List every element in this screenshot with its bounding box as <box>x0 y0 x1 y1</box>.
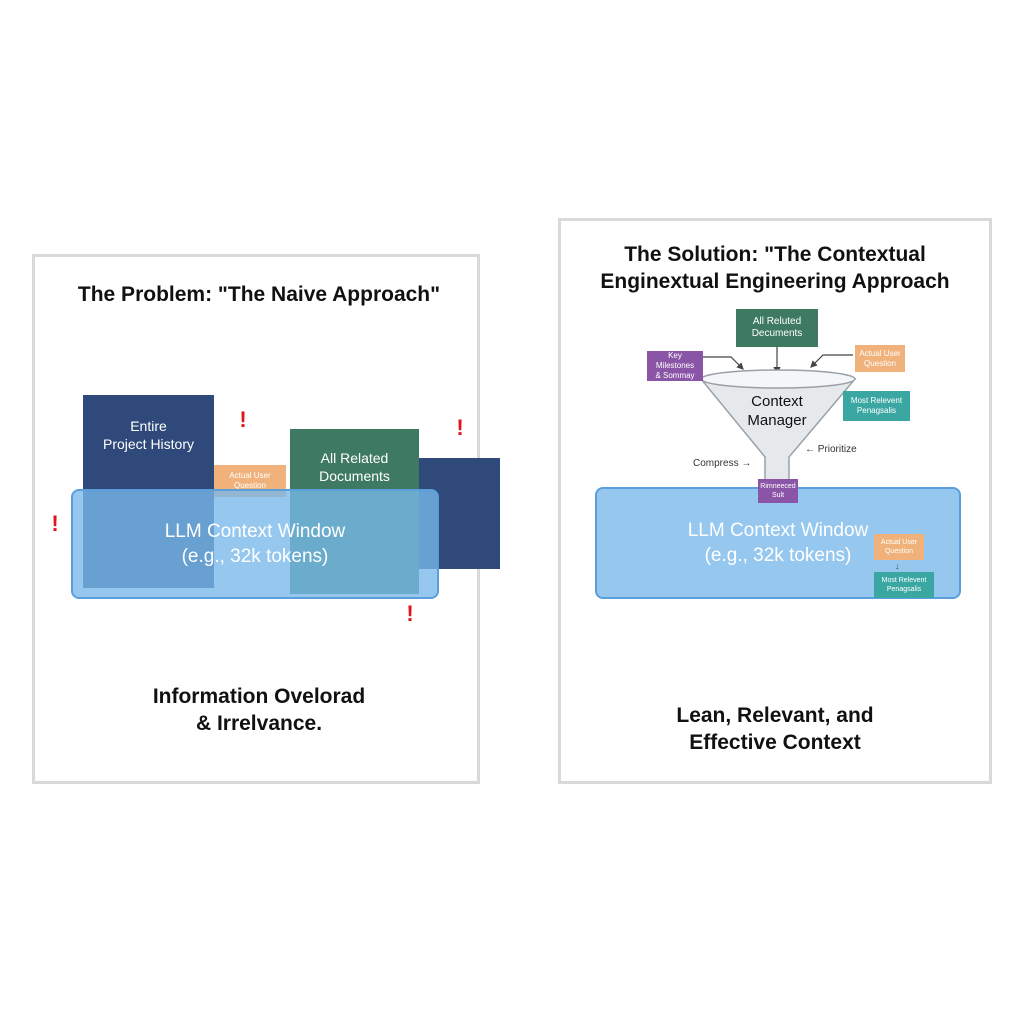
context-window-size: (e.g., 32k tokens) <box>181 546 329 567</box>
problem-panel: The Problem: "The Naive Approach" Entire… <box>32 254 500 784</box>
most-relevant-paragraphs-input: Most Relevent Penagsalis <box>843 391 910 421</box>
problem-title: The Problem: "The Naive Approach" <box>77 283 441 306</box>
solution-title: The Solution: "The Contextual Enginextua… <box>600 243 950 293</box>
down-arrow-icon: ↓ <box>895 561 900 571</box>
window-paragraphs-chip: Most Relevent Penagsalis <box>874 572 934 598</box>
output-chip: Rimneeced Sult <box>758 479 798 503</box>
solution-panel: The Solution: "The Contextual Enginextua… <box>558 218 992 784</box>
context-window-title: LLM Context Window <box>687 520 869 541</box>
all-related-documents-input: All Reluted Decuments <box>736 309 818 347</box>
key-milestones-input: Key Milestones & Sommay <box>647 351 703 381</box>
actual-user-question-input: Actual User Question <box>855 345 905 372</box>
window-question-chip: Actual User Question <box>874 534 924 560</box>
context-window-size: (e.g., 32k tokens) <box>704 545 852 566</box>
compress-label: Compress → <box>693 458 752 469</box>
problem-caption: Information Ovelorad & Irrelvance. <box>152 685 366 735</box>
solution-caption: Lean, Relevant, and Effective Context <box>676 704 874 754</box>
prioritize-label: ← Prioritize <box>805 444 857 455</box>
arrow-milestones <box>703 356 744 370</box>
funnel-rim <box>700 369 856 389</box>
funnel-diagram <box>699 347 857 484</box>
arrow-question <box>810 354 853 368</box>
context-window-title: LLM Context Window <box>164 521 346 542</box>
alert-icon: ! <box>406 601 414 626</box>
context-manager-label: Context Manager <box>747 393 807 429</box>
llm-context-window: LLM Context Window (e.g., 32k tokens) <box>71 489 439 599</box>
alert-icon: ! <box>239 407 247 432</box>
alert-icon: ! <box>51 511 59 536</box>
alert-icon: ! <box>456 415 464 440</box>
